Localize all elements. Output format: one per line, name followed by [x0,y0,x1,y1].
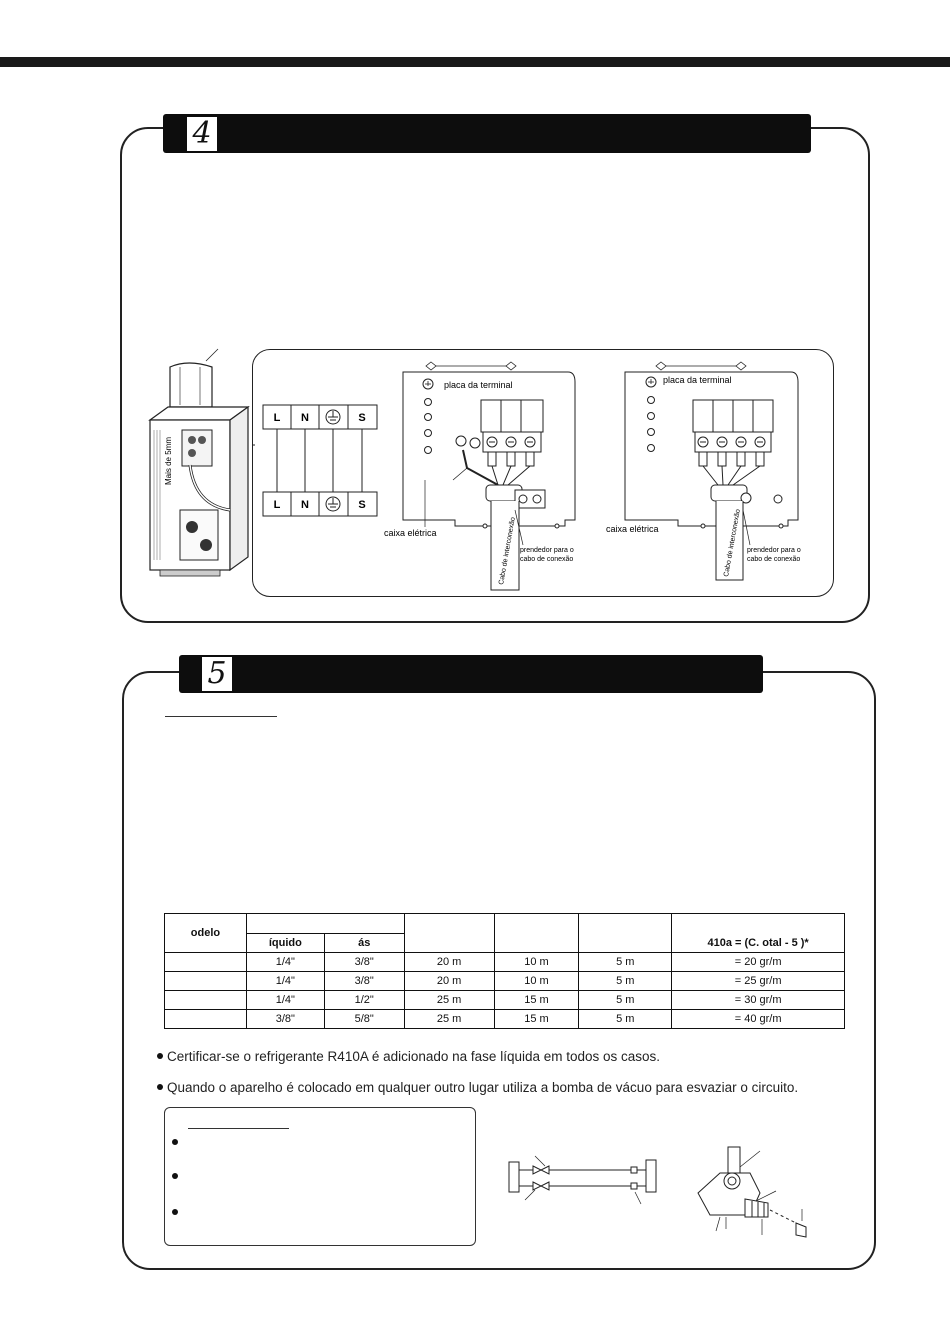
terminal-block-top: L N S [262,404,378,430]
earth-ground-icon [325,496,341,512]
header-formula: 410a = (C. otal - 5 )* [671,913,845,953]
terminal-board-label-left: placa da terminal [444,380,513,390]
outdoor-unit-illustration: Mais de 5mm [148,348,250,577]
unit-spacing-label: Mais de 5mm [164,437,173,485]
header-std-length [578,913,673,953]
terminal-S-bottom: S [358,499,365,511]
terminal-board-label-right: placa da terminal [663,375,732,385]
terminal-N-top: N [301,412,309,424]
clamp-label-left-1: prendedor para o [520,547,574,554]
header-max-height [493,913,580,953]
terminal-block-bottom: L N S [262,491,378,517]
terminal-N-bottom: N [301,499,309,511]
terminal-L-bottom: L [274,499,281,511]
bullet-icon [172,1139,178,1145]
bullet-icon [172,1209,178,1215]
header-pipe-diameter [245,913,405,934]
terminal-detail-right: placa da terminal Cabo de interconexão c… [606,361,801,581]
header-model: odelo [164,913,247,953]
header-gas: ás [323,933,405,953]
bullet-icon [157,1053,163,1060]
pipe-length-table: odelo 410a = (C. otal - 5 )* íquido ás 1… [164,913,845,1029]
terminal-L-top: L [274,412,281,424]
header-liquid: íquido [245,933,325,953]
note-bullet-2: Quando o aparelho é colocado em qualquer… [157,1080,798,1095]
electric-box-label-left: caixa elétrica [384,528,437,538]
service-valve-illustration [697,1146,807,1238]
section-4-number: 4 [187,117,217,151]
bullet-icon [172,1173,178,1179]
bullet-icon [157,1084,163,1091]
wiring-diagram-panel: L N S L N [252,349,834,597]
section-4-header-bar [163,114,811,153]
top-rule [0,57,950,67]
terminal-S-top: S [358,412,365,424]
piping-illustration [508,1155,657,1205]
note-bullet-1: Certificar-se o refrigerante R410A é adi… [157,1049,660,1064]
clamp-label-right-1: prendedor para o [747,547,801,554]
electric-box-label-right: caixa elétrica [606,524,659,534]
note-box-underline [188,1128,289,1129]
subsection-underline [165,716,277,717]
section-5-header-bar [179,655,763,693]
clamp-label-right-2: cabo de conexão [747,556,800,563]
header-max-length [403,913,495,953]
section-5-number: 5 [202,657,232,691]
clamp-label-left-2: cabo de conexão [520,556,573,563]
note-box [164,1107,476,1246]
earth-ground-icon [325,409,341,425]
terminal-detail-left: placa da terminal C [384,361,576,591]
